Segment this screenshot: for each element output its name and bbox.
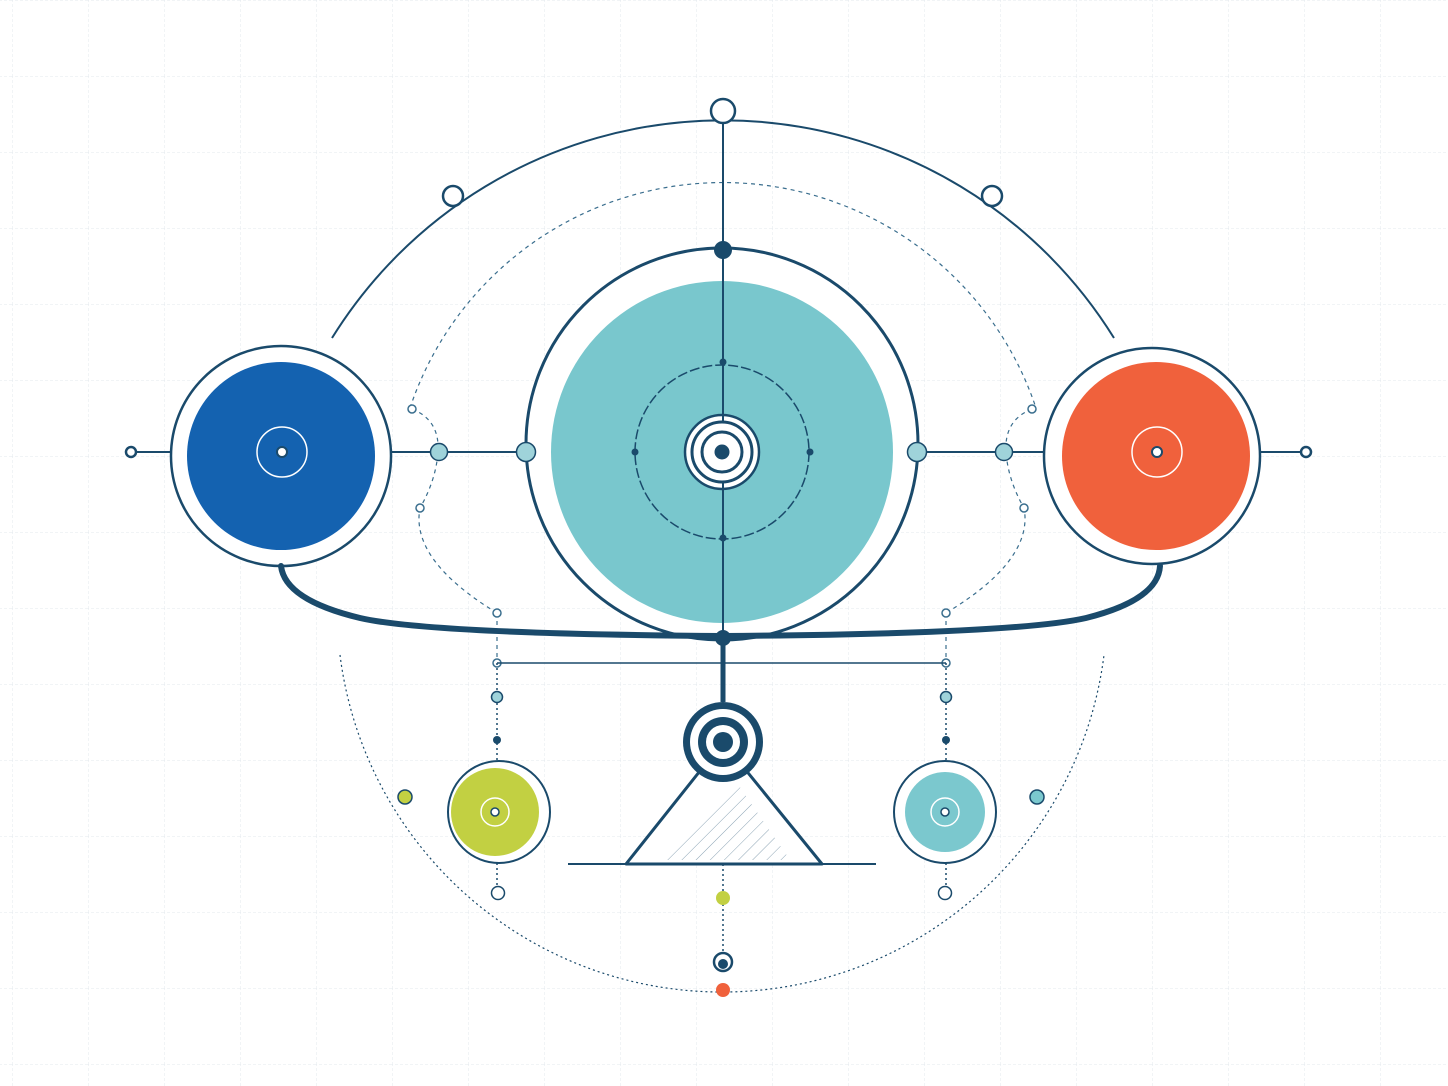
beam-nodes	[429, 441, 1014, 463]
lower-orbit-nodes	[397, 789, 1045, 901]
left-disc	[169, 344, 393, 568]
fulcrum-target	[683, 702, 763, 782]
center-hub	[524, 246, 920, 642]
dashed-side-curves	[411, 408, 1033, 663]
axis-end-left	[124, 445, 138, 459]
lower-left-disc	[447, 760, 551, 864]
dashed-curve-nodes	[407, 404, 1037, 668]
lower-connector-nodes	[490, 690, 953, 744]
axis-end-right	[1299, 445, 1313, 459]
lower-right-disc	[893, 760, 997, 864]
fulcrum	[568, 740, 876, 866]
hub-top-node	[714, 241, 732, 259]
beam-center-joint	[715, 630, 731, 646]
hub-crosshair-nodes	[631, 358, 814, 542]
right-disc	[1042, 346, 1262, 566]
bottom-center-nodes	[712, 891, 734, 997]
